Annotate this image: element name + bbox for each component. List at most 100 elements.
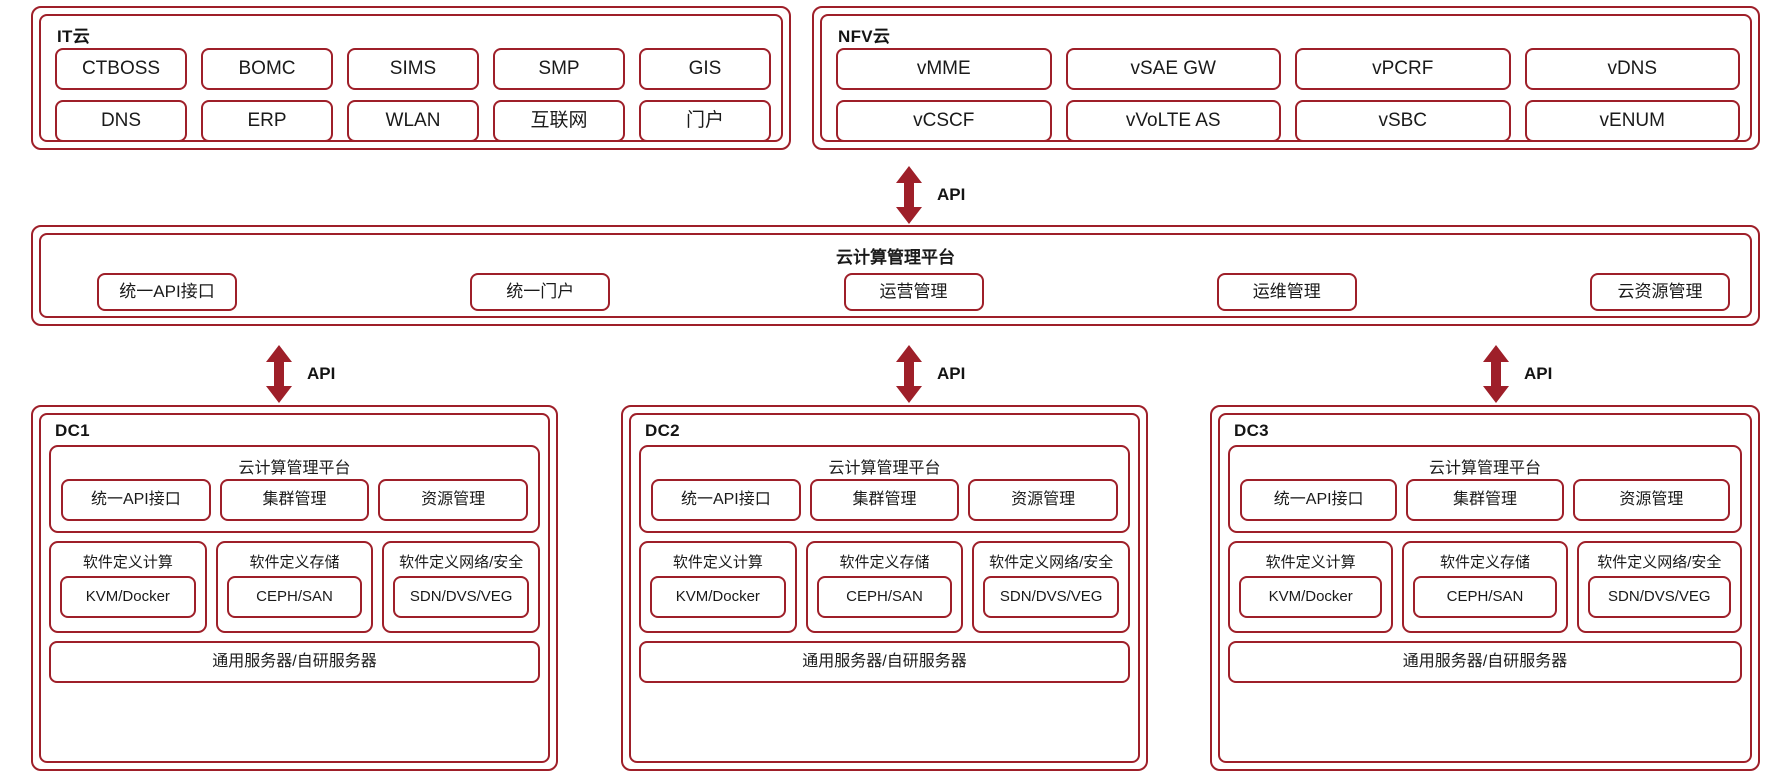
software-defined-column: 软件定义计算 KVM/Docker (639, 541, 797, 633)
it-cloud-items: CTBOSS BOMC SIMS SMP GIS DNS ERP WLAN 互联网门户 (55, 48, 771, 142)
nfv-cloud-items: vMME vSAE GW vPCRF vDNS vCSCF vVoLTE AS vSBC vE… (836, 48, 1740, 142)
software-defined-column: 软件定义计算 KVM/Docker (49, 541, 207, 633)
nfv-cloud-item[interactable]: vSAE GW (1065, 48, 1281, 90)
dc-server-bar[interactable]: 通用服务器/自研服务器 (1228, 641, 1742, 683)
it-cloud-item[interactable]: CTBOSS (55, 48, 187, 90)
it-cloud-item[interactable]: SMP (493, 48, 625, 90)
api-arrow-dc3-label: API (1524, 364, 1553, 383)
dc-management-items: 统一API接口集群管理资源管理 (651, 479, 1119, 521)
it-cloud-item[interactable]: 互联网 (493, 100, 625, 142)
platform-module[interactable]: 统一门户 (470, 273, 611, 311)
dc-management-item[interactable]: 统一API接口 (61, 479, 211, 521)
dc-management-item[interactable]: 资源管理 (378, 479, 529, 521)
dc-server-bar[interactable]: 通用服务器/自研服务器 (49, 641, 540, 683)
it-cloud-item[interactable]: 门户 (639, 100, 771, 142)
api-arrow-top-label: API (937, 185, 966, 204)
data-center-dc2: DC2 云计算管理平台统一API接口集群管理资源管理软件定义计算 KVM/Docke… (621, 405, 1148, 771)
platform-module[interactable]: 云资源管理 (1590, 273, 1730, 311)
platform-module[interactable]: 运维管理 (1216, 273, 1357, 311)
api-arrow-dc1-label: API (307, 364, 336, 383)
dc-management-item[interactable]: 资源管理 (1572, 479, 1730, 521)
data-center-title: DC1 (55, 421, 90, 440)
dc-server-bar[interactable]: 通用服务器/自研服务器 (639, 641, 1130, 683)
software-defined-head: 软件定义网络/安全 (989, 554, 1114, 571)
nfv-cloud-item[interactable]: vDNS (1524, 48, 1740, 90)
software-defined-tech[interactable]: CEPH/SAN (816, 576, 953, 618)
it-cloud-item[interactable]: ERP (201, 100, 333, 142)
nfv-cloud-item[interactable]: vENUM (1524, 100, 1740, 142)
dc-management-title: 云计算管理平台 (1428, 460, 1541, 477)
software-defined-layer: 软件定义计算 KVM/Docker 软件定义存储 CEPH/SAN 软件定义网络/安全 S… (639, 541, 1131, 633)
it-cloud-item[interactable]: DNS (55, 100, 187, 142)
dc-management-item[interactable]: 资源管理 (968, 479, 1119, 521)
software-defined-head: 软件定义计算 (1265, 554, 1356, 571)
software-defined-column: 软件定义存储 CEPH/SAN (215, 541, 374, 633)
software-defined-head: 软件定义网络/安全 (399, 554, 524, 571)
platform-module[interactable]: 运营管理 (843, 273, 984, 311)
software-defined-tech[interactable]: SDN/DVS/VEG (393, 576, 530, 618)
data-center-title: DC3 (1234, 421, 1269, 440)
software-defined-tech[interactable]: KVM/Docker (60, 576, 196, 618)
dc-management-item[interactable]: 统一API接口 (651, 479, 801, 521)
dc-management-platform: 云计算管理平台统一API接口集群管理资源管理 (639, 445, 1130, 533)
platform-module[interactable]: 统一API接口 (97, 273, 237, 311)
double-arrow-icon (895, 166, 923, 224)
dc-management-item[interactable]: 集群管理 (809, 479, 960, 521)
data-center-title: DC2 (645, 421, 680, 440)
software-defined-head: 软件定义存储 (1439, 554, 1530, 571)
software-defined-column: 软件定义网络/安全 SDN/DVS/VEG (382, 541, 541, 633)
it-cloud-group: IT云 CTBOSS BOMC SIMS SMP GIS DNS ERP WLAN 互联网门户 (31, 6, 791, 150)
software-defined-head: 软件定义存储 (249, 554, 340, 571)
dc-management-item[interactable]: 集群管理 (1406, 479, 1564, 521)
data-center-dc1: DC1 云计算管理平台统一API接口集群管理资源管理软件定义计算 KVM/Docke… (31, 405, 558, 771)
software-defined-layer: 软件定义计算 KVM/Docker 软件定义存储 CEPH/SAN 软件定义网络/安全 S… (1228, 541, 1742, 633)
software-defined-layer: 软件定义计算 KVM/Docker 软件定义存储 CEPH/SAN 软件定义网络/安全 S… (49, 541, 541, 633)
double-arrow-icon (895, 345, 923, 403)
it-cloud-item[interactable]: SIMS (347, 48, 479, 90)
software-defined-column: 软件定义存储 CEPH/SAN (805, 541, 964, 633)
software-defined-column: 软件定义网络/安全 SDN/DVS/VEG (1576, 541, 1742, 633)
dc-management-platform: 云计算管理平台统一API接口集群管理资源管理 (49, 445, 540, 533)
api-arrow-dc2-label: API (937, 364, 966, 383)
software-defined-tech[interactable]: SDN/DVS/VEG (1587, 576, 1731, 618)
software-defined-tech[interactable]: SDN/DVS/VEG (983, 576, 1120, 618)
dc-management-platform: 云计算管理平台统一API接口集群管理资源管理 (1228, 445, 1742, 533)
dc-management-items: 统一API接口集群管理资源管理 (1240, 479, 1730, 521)
it-cloud-item[interactable]: WLAN (347, 100, 479, 142)
nfv-cloud-item[interactable]: vMME (836, 48, 1052, 90)
api-arrow-top: API (895, 166, 965, 224)
api-arrow-dc2: API (895, 345, 965, 403)
software-defined-head: 软件定义计算 (672, 554, 763, 571)
software-defined-column: 软件定义网络/安全 SDN/DVS/VEG (972, 541, 1131, 633)
data-center-dc3: DC3 云计算管理平台统一API接口集群管理资源管理软件定义计算 KVM/Docke… (1210, 405, 1760, 771)
dc-management-item[interactable]: 统一API接口 (1240, 479, 1398, 521)
dc-management-title: 云计算管理平台 (238, 460, 351, 477)
nfv-cloud-item[interactable]: vSBC (1295, 100, 1511, 142)
software-defined-tech[interactable]: CEPH/SAN (226, 576, 363, 618)
api-arrow-dc1: API (265, 345, 335, 403)
double-arrow-icon (1482, 345, 1510, 403)
nfv-cloud-title: NFV云 (838, 27, 891, 46)
software-defined-head: 软件定义网络/安全 (1597, 554, 1722, 571)
nfv-cloud-item[interactable]: vPCRF (1295, 48, 1511, 90)
dc-management-items: 统一API接口集群管理资源管理 (61, 479, 529, 521)
it-cloud-item[interactable]: BOMC (201, 48, 333, 90)
double-arrow-icon (265, 345, 293, 403)
software-defined-head: 软件定义存储 (839, 554, 930, 571)
platform-title: 云计算管理平台 (836, 248, 955, 267)
nfv-cloud-item[interactable]: vCSCF (836, 100, 1052, 142)
software-defined-tech[interactable]: KVM/Docker (650, 576, 786, 618)
it-cloud-title: IT云 (57, 27, 91, 46)
it-cloud-item[interactable]: GIS (639, 48, 771, 90)
cloud-management-platform: 云计算管理平台 统一API接口 统一门户 运营管理 运维管理 云资源管理 (31, 225, 1760, 326)
software-defined-column: 软件定义存储 CEPH/SAN (1402, 541, 1568, 633)
dc-management-item[interactable]: 集群管理 (219, 479, 370, 521)
nfv-cloud-item[interactable]: vVoLTE AS (1065, 100, 1281, 142)
software-defined-tech[interactable]: KVM/Docker (1239, 576, 1383, 618)
dc-management-title: 云计算管理平台 (828, 460, 941, 477)
api-arrow-dc3: API (1482, 345, 1552, 403)
software-defined-tech[interactable]: CEPH/SAN (1413, 576, 1557, 618)
software-defined-head: 软件定义计算 (82, 554, 173, 571)
